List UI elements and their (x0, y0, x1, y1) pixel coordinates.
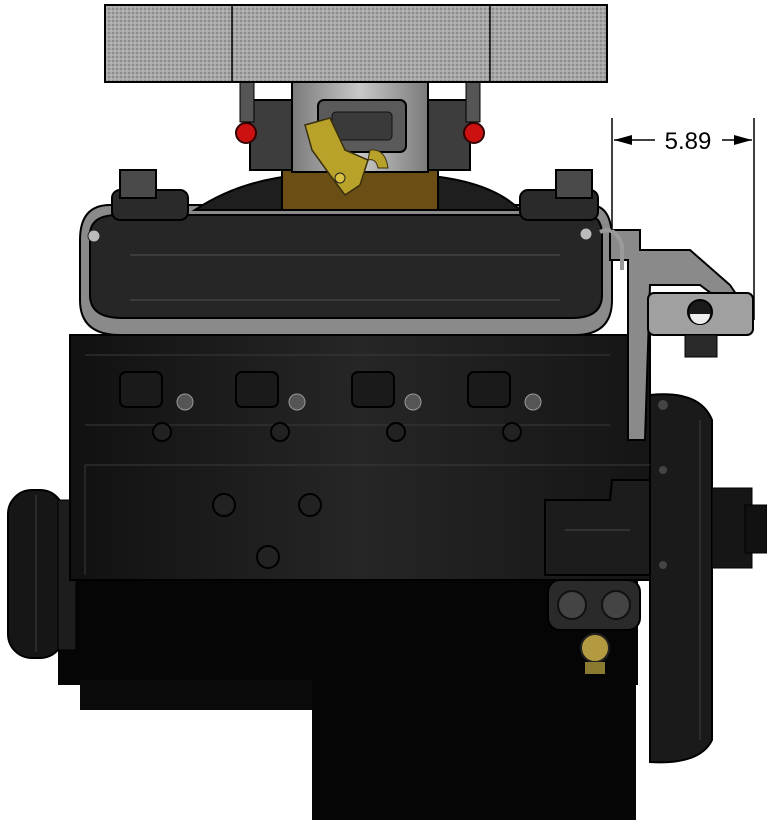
fuel-pump (547, 579, 641, 674)
flywheel-housing (649, 393, 767, 764)
arrowhead-left (614, 135, 632, 145)
dimension-annotation (611, 118, 755, 320)
fuel-fitting-right (463, 122, 485, 144)
harmonic-balancer (7, 489, 77, 659)
carburetor (235, 81, 485, 211)
accessory-bracket (599, 228, 754, 441)
engine-block (69, 334, 651, 581)
throttle-linkage (304, 117, 369, 197)
arrowhead-right (734, 135, 752, 145)
dimension-value: 5.89 (665, 128, 712, 155)
oil-pan (58, 575, 638, 820)
air-cleaner (104, 4, 608, 83)
valve-cover (79, 204, 613, 336)
spark-plugs (176, 393, 542, 411)
fuel-fitting-left (235, 122, 257, 144)
